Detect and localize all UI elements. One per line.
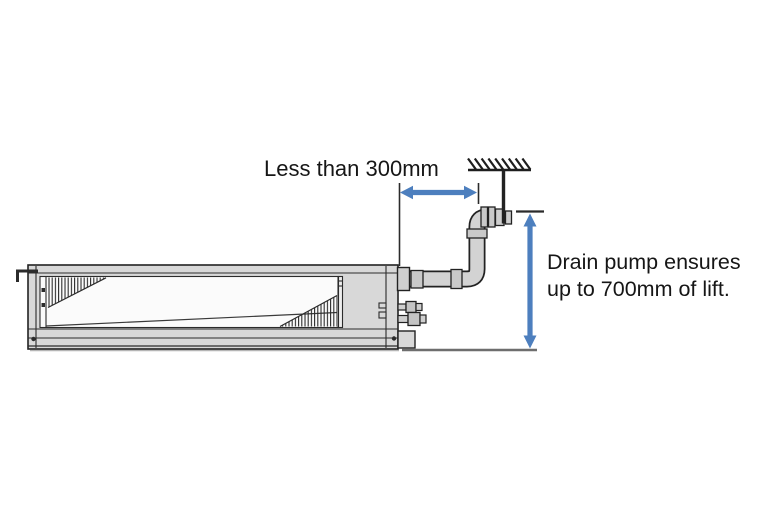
ceiling-hatch xyxy=(467,157,532,171)
refrigerant-connections xyxy=(397,300,427,327)
base-bolt-right xyxy=(391,336,397,341)
strip-clip-bottom xyxy=(41,303,45,307)
drain-pipe xyxy=(396,206,505,292)
lift-arrowhead-top xyxy=(523,213,537,227)
stub-cap-large xyxy=(419,314,427,324)
clearance-dimension xyxy=(398,183,480,266)
pipe-coupling-2 xyxy=(450,268,463,290)
ceiling-mount xyxy=(467,157,532,225)
panel-divider xyxy=(337,275,344,329)
refrigerant-stub-large xyxy=(397,314,409,324)
hanger-hook xyxy=(16,269,38,282)
refrigerant-stub-small xyxy=(397,303,407,311)
lift-arrow xyxy=(523,213,537,349)
pipe-coupling-3 xyxy=(466,228,488,239)
pipe-ring-1 xyxy=(480,206,489,228)
lift-label-line2: up to 700mm of lift. xyxy=(547,276,730,301)
stub-cap-small xyxy=(415,302,423,312)
heat-exchanger-hatch-left xyxy=(47,277,107,309)
strip-clip-top xyxy=(41,288,45,292)
indoor-unit xyxy=(16,264,416,352)
clearance-arrow xyxy=(400,185,477,200)
lift-arrowhead-bottom xyxy=(523,335,537,349)
clearance-arrowhead-left xyxy=(400,185,413,200)
lift-label-line1: Drain pump ensures xyxy=(547,250,741,274)
base-bolt-left xyxy=(31,336,36,342)
heat-exchanger-hatch-right xyxy=(279,294,338,328)
pipe-ring-2 xyxy=(487,206,496,228)
lift-label: Drain pump ensures up to 700mm of lift. xyxy=(547,249,741,302)
lift-dimension xyxy=(402,210,544,352)
clearance-arrowhead-right xyxy=(464,185,477,200)
clearance-label: Less than 300mm xyxy=(264,156,439,181)
internal-connector-marks xyxy=(378,302,387,319)
drain-pan-extension xyxy=(397,330,416,349)
pipe-coupling-1 xyxy=(410,269,424,289)
coil-diagonal-line xyxy=(45,311,338,327)
flare-nut-small xyxy=(405,300,417,314)
pipe-flange xyxy=(396,266,411,292)
flare-nut-large xyxy=(407,311,421,327)
pipe-end-tip xyxy=(504,210,513,225)
